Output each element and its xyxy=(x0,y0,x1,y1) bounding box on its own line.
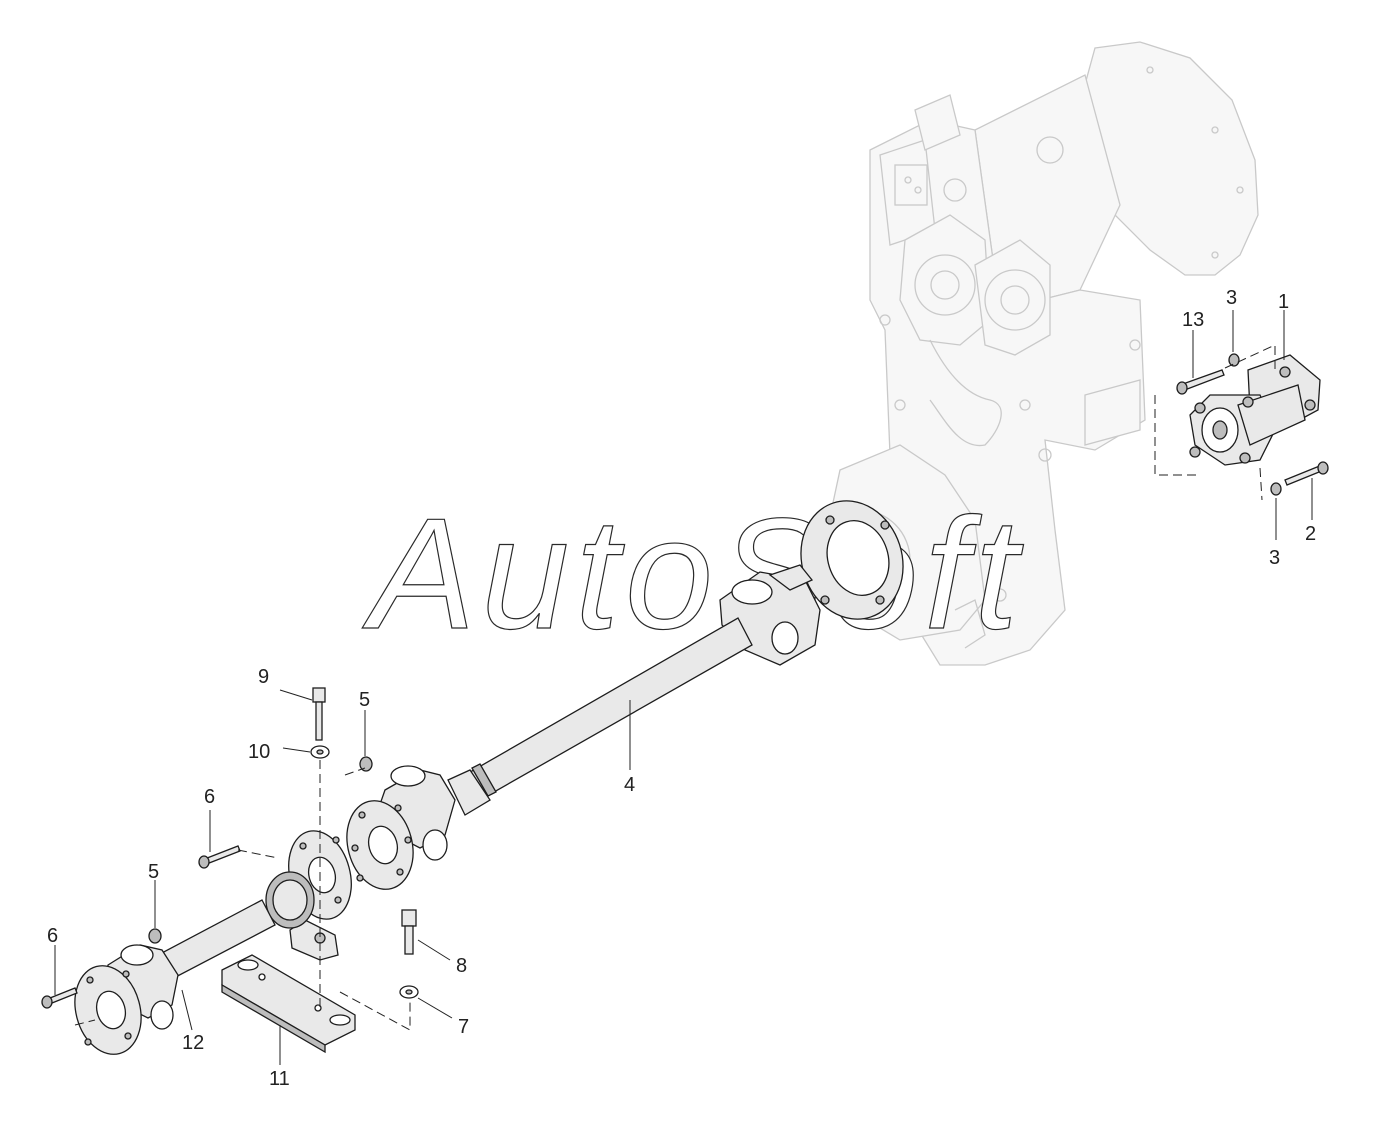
callout-3-bottom: 3 xyxy=(1269,547,1280,569)
callout-labels: 1 2 3 3 4 5 5 6 6 7 8 9 10 11 12 13 xyxy=(47,287,1316,1090)
bolt-9 xyxy=(312,687,326,703)
intermediate-shaft xyxy=(74,830,352,1055)
callout-12: 12 xyxy=(182,1032,204,1054)
bolt-8 xyxy=(401,909,417,927)
callout-9: 9 xyxy=(258,666,269,688)
callout-4: 4 xyxy=(624,774,635,796)
callout-3-top: 3 xyxy=(1226,287,1237,309)
watermark-text: AutoSoft xyxy=(362,486,1024,662)
callout-6-lower: 6 xyxy=(47,925,58,947)
washer-3-bottom xyxy=(1270,482,1282,496)
assembly-lines xyxy=(74,344,1276,1031)
callout-8: 8 xyxy=(456,955,467,977)
callout-11: 11 xyxy=(269,1068,290,1090)
callout-7: 7 xyxy=(458,1016,469,1038)
nut-5-top xyxy=(359,756,373,772)
leader-lines xyxy=(54,310,1313,1065)
washer-3-top xyxy=(1228,353,1240,367)
callout-10: 10 xyxy=(248,741,270,763)
mounting-bracket xyxy=(221,954,356,1054)
callout-6-middle: 6 xyxy=(204,786,215,808)
callout-1: 1 xyxy=(1278,291,1289,313)
callout-5-lower: 5 xyxy=(148,861,159,883)
fasteners xyxy=(41,353,1329,1009)
callout-2: 2 xyxy=(1305,523,1316,545)
callout-5-top: 5 xyxy=(359,689,370,711)
coupling-assembly xyxy=(1189,354,1321,466)
output-flange xyxy=(800,500,904,620)
nut-5-lower xyxy=(148,928,162,944)
callout-13: 13 xyxy=(1182,309,1204,331)
drive-shaft-main xyxy=(346,564,821,890)
